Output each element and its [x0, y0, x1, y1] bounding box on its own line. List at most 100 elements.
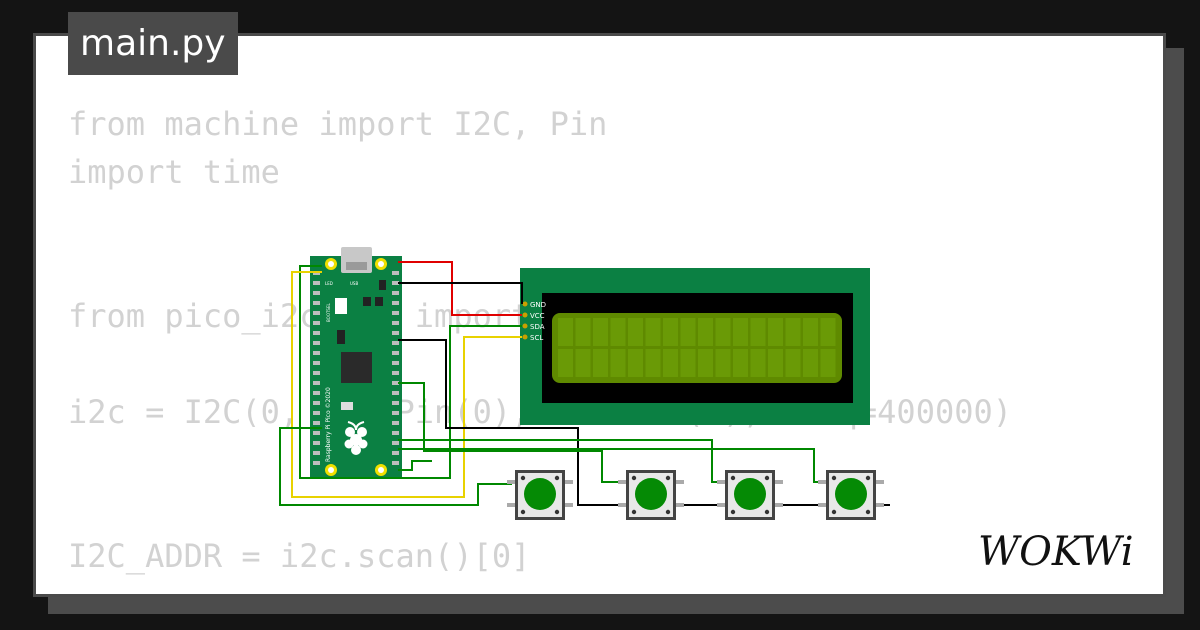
lcd-cell	[610, 318, 626, 346]
pin-left	[313, 381, 320, 385]
button-lead	[507, 503, 515, 507]
usb-port	[346, 262, 367, 270]
lcd-cell	[715, 349, 731, 377]
lcd-pin-dot	[522, 312, 528, 318]
code-line: import time	[68, 153, 280, 191]
pin-left	[313, 441, 320, 445]
pin-left	[313, 311, 320, 315]
button-lead	[676, 503, 684, 507]
wire-sda	[299, 265, 522, 479]
wokwi-logo-icon: WOKWi	[978, 529, 1134, 575]
lcd-cell	[715, 318, 731, 346]
lcd-cell	[803, 349, 818, 377]
pin-left	[313, 431, 320, 435]
pin-right	[392, 331, 399, 335]
lcd-cell	[750, 349, 766, 377]
pin-right	[392, 321, 399, 325]
pin-right	[392, 461, 399, 465]
push-button[interactable]	[618, 470, 684, 520]
pin-left	[313, 351, 320, 355]
button-lead	[818, 503, 826, 507]
lcd-cell	[645, 349, 661, 377]
lcd-cell	[768, 349, 783, 377]
push-button[interactable]	[818, 470, 884, 520]
chip	[375, 297, 383, 306]
code-line: I2C_ADDR = i2c.scan()[0]	[68, 537, 531, 575]
pin-right	[392, 371, 399, 375]
pin-left	[313, 451, 320, 455]
pin-right	[392, 291, 399, 295]
lcd-cell	[558, 349, 573, 377]
button-lead	[775, 503, 783, 507]
lcd-pin-dot	[522, 301, 528, 307]
pin-right	[392, 441, 399, 445]
wire-gnd	[398, 282, 523, 304]
button-corner	[730, 509, 736, 515]
button-corner	[520, 475, 526, 481]
button-lead	[618, 503, 626, 507]
lcd-pin-dot	[522, 323, 528, 329]
pin-right	[392, 401, 399, 405]
button-lead	[717, 480, 725, 484]
pin-right	[392, 431, 399, 435]
code-line: from machine import I2C, Pin	[68, 105, 608, 143]
pin-right	[392, 281, 399, 285]
pin-right	[392, 271, 399, 275]
button-lead	[775, 480, 783, 484]
pin-right	[392, 301, 399, 305]
pin-left	[313, 361, 320, 365]
lcd-pin-vcc: VCC	[530, 312, 545, 320]
pin-right	[392, 381, 399, 385]
button-corner	[631, 475, 637, 481]
wire-scl	[291, 271, 522, 498]
chip	[379, 280, 386, 290]
lcd-pin-gnd: GND	[530, 301, 546, 309]
button-corner	[865, 475, 871, 481]
lcd-cell	[768, 318, 783, 346]
pin-right	[392, 391, 399, 395]
component	[341, 402, 353, 410]
bootsel-button	[335, 298, 347, 314]
wire-vcc	[398, 261, 522, 316]
button-corner	[831, 475, 837, 481]
pin-left	[313, 291, 320, 295]
lcd-pin-scl: SCL	[530, 334, 543, 342]
push-button[interactable]	[717, 470, 783, 520]
pin-left	[313, 391, 320, 395]
lcd-cell	[680, 349, 696, 377]
pin-right	[392, 351, 399, 355]
button-corner	[764, 509, 770, 515]
pico-board[interactable]: LED USB Raspberry Pi Pico ©2020 BOOTSEL	[310, 247, 402, 478]
button-lead	[565, 480, 573, 484]
wire-board-loop	[398, 460, 432, 471]
lcd-cell	[785, 318, 801, 346]
push-button[interactable]	[507, 470, 573, 520]
wire-button-2	[398, 382, 622, 483]
lcd-cell	[610, 349, 626, 377]
lcd-cell	[785, 349, 801, 377]
lcd-cell	[803, 318, 818, 346]
button-lead	[565, 503, 573, 507]
lcd-cell	[733, 349, 748, 377]
lcd-character-cells	[558, 318, 836, 377]
button-cap	[835, 478, 867, 510]
lcd-cell	[593, 349, 608, 377]
lcd-cell	[645, 318, 661, 346]
pin-left	[313, 371, 320, 375]
board-name-text: Raspberry Pi Pico ©2020	[325, 387, 332, 462]
pin-right	[392, 311, 399, 315]
pin-left	[313, 331, 320, 335]
file-tab[interactable]: main.py	[68, 12, 238, 75]
button-lead	[876, 503, 884, 507]
lcd-cell	[628, 349, 643, 377]
lcd-cell	[680, 318, 696, 346]
button-corner	[665, 475, 671, 481]
lcd-cell	[750, 318, 766, 346]
pin-left	[313, 461, 320, 465]
pin-left	[313, 401, 320, 405]
button-cap	[524, 478, 556, 510]
button-corner	[865, 509, 871, 515]
lcd-cell	[698, 318, 713, 346]
lcd-module[interactable]: GND VCC SDA SCL	[520, 268, 870, 425]
